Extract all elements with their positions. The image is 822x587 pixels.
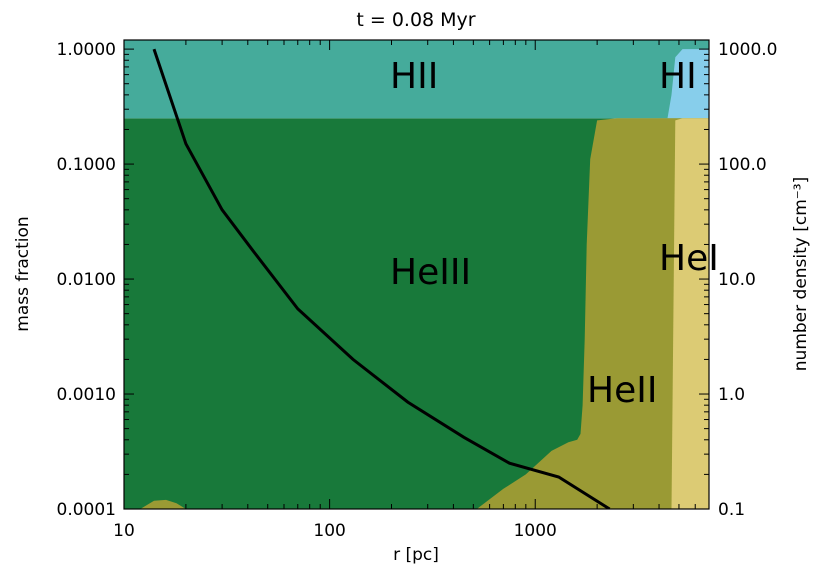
x-tick-label: 10: [113, 521, 135, 541]
y-axis-right-title: number density [cm⁻³]: [791, 177, 811, 371]
region-hi: [667, 40, 709, 119]
region-label-hei: HeI: [659, 238, 719, 279]
y-left-tick-label: 0.1000: [57, 155, 116, 175]
y-left-tick-label: 0.0100: [57, 270, 116, 290]
region-label-hii: HII: [390, 56, 438, 97]
y-left-tick-label: 1.0000: [57, 40, 116, 60]
x-tick-label: 1000: [514, 521, 557, 541]
chart-title: t = 0.08 Myr: [356, 9, 475, 31]
region-hii: [124, 40, 709, 119]
y-right-tick-label: 1.0: [718, 385, 745, 405]
plot-area: [124, 40, 709, 509]
region-heii-bump: [140, 499, 186, 509]
y-right-tick-label: 10.0: [718, 270, 756, 290]
y-right-tick-label: 1000.0: [718, 40, 777, 60]
y-axis-left-title: mass fraction: [13, 216, 33, 331]
region-label-hi: HI: [659, 56, 697, 97]
region-hei: [671, 118, 709, 509]
y-left-tick-label: 0.0010: [57, 385, 116, 405]
region-label-heii: HeII: [587, 370, 657, 411]
density-profile-line: [152, 48, 611, 509]
y-left-tick-label: 0.0001: [57, 500, 116, 520]
region-heii: [476, 118, 709, 509]
y-right-tick-label: 100.0: [718, 155, 767, 175]
axis-ticks: 10 100 1000 0.0001 0.0010 0.0100 0.1000 1.0000 0…: [57, 40, 777, 541]
x-axis-title: r [pc]: [393, 545, 439, 565]
region-label-heiii: HeIII: [390, 252, 471, 293]
plot-frame: [123, 39, 710, 510]
y-right-tick-label: 0.1: [718, 500, 745, 520]
x-tick-label: 100: [313, 521, 345, 541]
